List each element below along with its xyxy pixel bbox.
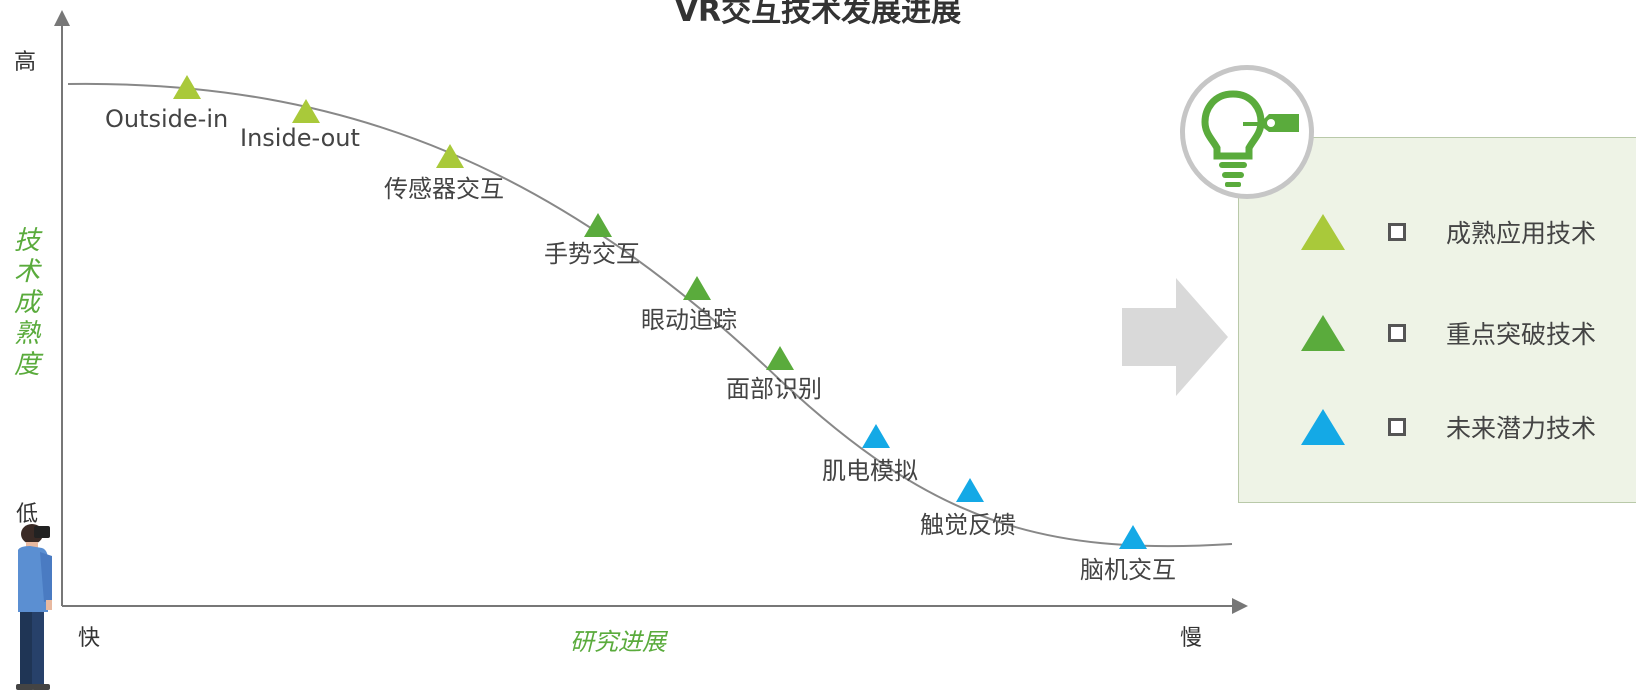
tech-label: 传感器交互 [384,175,504,203]
x-axis-fast-label: 快 [78,626,101,651]
tech-marker-mature [173,75,201,99]
tech-label: 肌电模拟 [822,457,918,485]
tech-marker-breakthrough [766,346,794,370]
x-axis-arrow-icon [1232,598,1248,614]
y-axis-title-char: 成 [13,288,40,318]
lightbulb-tag-icon [1201,90,1299,187]
tech-label: 眼动追踪 [641,306,737,334]
tech-label: 面部识别 [726,375,822,403]
tech-marker-future [1119,525,1147,549]
legend-bullet-icon [1388,418,1406,436]
tech-label: 脑机交互 [1080,556,1176,584]
tech-label: Inside-out [240,124,360,152]
y-axis-title-text: 技术成熟度 [10,226,44,381]
x-axis-title: 研究进展 [570,628,666,656]
legend-triangle-icon [1301,214,1345,250]
y-axis-title: 技术成熟度 [10,226,44,381]
y-axis-high-label: 高 [14,50,37,75]
legend-item-future: 未来潜力技术 [1300,403,1636,453]
y-axis-title-char: 熟 [13,319,40,349]
legend-label: 未来潜力技术 [1446,414,1597,443]
y-axis-title-char: 度 [13,350,40,380]
tech-marker-future [956,478,984,502]
maturity-curve [67,82,1233,548]
tech-marker-breakthrough [683,276,711,300]
tech-marker-future [862,424,890,448]
lightbulb-badge [1180,65,1314,199]
legend-bullet-icon [1388,324,1406,342]
tech-marker-mature [292,99,320,123]
legend-item-breakthrough: 重点突破技术 [1300,309,1636,359]
legend-bullet-icon [1388,223,1406,241]
tech-marker-mature [436,144,464,168]
y-axis-low-label: 低 [16,502,39,527]
y-axis-arrow-icon [54,10,70,26]
tech-label: 触觉反馈 [920,511,1016,539]
tech-marker-breakthrough [584,213,612,237]
tech-label: 手势交互 [544,240,640,268]
legend-triangle-icon [1301,409,1345,445]
diagram-title: VR交互技术发展进展 [674,0,962,29]
y-axis-title-char: 技 [13,226,40,256]
y-axis-title-char: 术 [13,257,40,287]
tech-label: Outside-in [105,105,228,133]
vr-headset-person-icon [16,524,52,690]
legend-triangle-icon [1301,315,1345,351]
legend-item-mature: 成熟应用技术 [1300,208,1636,258]
legend-label: 成熟应用技术 [1446,219,1597,248]
x-axis-slow-label: 慢 [1180,626,1203,651]
legend-label: 重点突破技术 [1446,320,1597,349]
right-arrow-icon [1122,278,1228,396]
